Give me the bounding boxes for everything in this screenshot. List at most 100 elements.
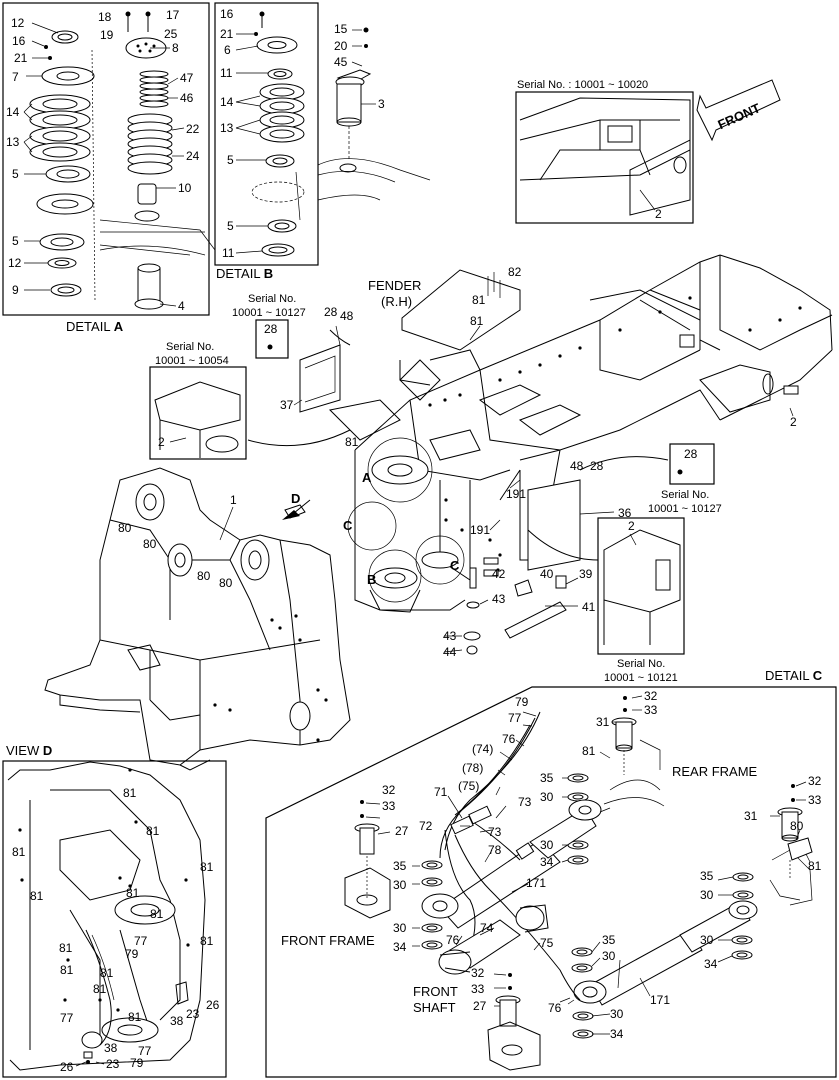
part-label: 81 [126,886,140,900]
part-label: 81 [12,845,26,859]
part-label: 38 [104,1041,118,1055]
washer-stack-bottom [571,947,594,1039]
part-label: 72 [419,819,433,833]
part-label: 47 [180,71,194,85]
part-label: 1 [230,493,237,507]
part-label: 45 [334,55,348,69]
callout-c-left: C [343,518,353,533]
part-label: 30 [700,888,714,902]
part-label: 16 [12,34,26,48]
part-label: 80 [790,819,804,833]
washer-stack-top [567,773,589,865]
serial-54-frame [149,366,247,460]
part-label: 28 [324,305,338,319]
detail-b-pin [335,27,376,173]
front-arrow: FRONT [696,79,781,142]
part-label: 14 [6,105,20,119]
part-label: 34 [704,957,718,971]
part-label: 30 [393,878,407,892]
detail-b: 16 21 6 11 14 13 5 5 11 15 20 45 3 DETAI… [214,2,385,281]
part-label: 73 [518,795,532,809]
serial-127-b-line1: Serial No. [661,489,709,501]
part-label: 31 [744,809,758,823]
detail-b-stack [251,11,305,257]
part-label: 30 [700,933,714,947]
pin-27-left [344,800,391,919]
part-label: 81 [582,744,596,758]
part-label: 81 [470,314,484,328]
detail-b-leaders [235,33,268,254]
part-label: 28 [264,322,278,336]
part-label: 11 [220,66,233,80]
part-label: 36 [618,506,632,520]
part-label: 80 [197,569,211,583]
front-frame-label: FRONT FRAME [281,933,375,948]
frame-bolts [428,296,802,572]
part-label: 18 [98,10,112,24]
part-label: 80 [143,537,157,551]
detail-a-title: DETAIL A [66,319,124,334]
rear-frame-label: REAR FRAME [672,764,758,779]
part-label: 30 [540,838,554,852]
part-label: 2 [628,519,635,533]
part-label: 32 [382,783,396,797]
view-d-marker: D [291,491,300,506]
part-label: 80 [219,576,233,590]
part-label: 77 [134,934,148,948]
part-label: 77 [60,1011,74,1025]
part-label: 4 [178,299,185,313]
fender: FENDER (R.H) [368,269,521,351]
serial-121-line1: Serial No. [617,658,665,670]
part-label: 78 [488,843,502,857]
part-label: 33 [471,982,485,996]
part-label: (78) [462,761,483,775]
lower-parts [443,557,579,655]
part-label: 77 [508,711,522,725]
part-label: 10 [178,181,192,195]
part-label: 48 [340,309,354,323]
washer-stack-left [421,860,443,950]
part-label: 25 [164,27,178,41]
part-label: 38 [170,1014,184,1028]
part-label: 5 [227,219,234,233]
part-label: 12 [8,256,22,270]
part-label: 171 [650,993,670,1007]
serial-121-frame [597,517,685,655]
serial-127-inset-a: Serial No. 10001 ~ 10127 28 48 28 37 [232,293,354,413]
part-label: 28 [590,459,604,473]
part-label: 81 [808,859,822,873]
part-label: 30 [540,790,554,804]
part-label: 11 [222,246,235,260]
part-label: 34 [610,1027,624,1041]
serial-top-label: Serial No. : 10001 ~ 10020 [517,79,648,91]
part-label: 81 [200,934,214,948]
part-label: 79 [515,695,529,709]
detail-a: 12 16 21 7 14 13 5 5 12 9 18 19 17 25 8 … [2,2,210,334]
pin-31-top [611,696,637,775]
serial-121-pointer [527,529,599,561]
callout-c-right: C [450,558,460,573]
serial-127-b-box [669,443,715,485]
part-label: 30 [393,921,407,935]
part-label: 35 [700,869,714,883]
serial-127-inset-b: 28 Serial No. 10001 ~ 10127 [648,443,722,515]
part-label: 20 [334,39,348,53]
part-label: 28 [684,447,698,461]
part-label: 37 [280,398,294,412]
view-d-frame [2,760,227,1078]
part-label: 17 [166,8,180,22]
part-label: 5 [12,167,19,181]
part-label: 76 [548,1001,562,1015]
serial-54-pointer [247,429,351,447]
part-label: 2 [158,435,165,449]
part-label: 77 [138,1044,152,1058]
serial-121-line2: 10001 ~ 10121 [604,672,678,684]
part-label: 33 [382,799,396,813]
part-label: 31 [596,715,610,729]
part-label: 26 [60,1060,74,1074]
fender-label: FENDER [368,278,421,293]
part-label: 191 [506,487,526,501]
part-label: 81 [150,907,164,921]
part-label: 2 [790,415,797,429]
part-label: 79 [125,947,139,961]
